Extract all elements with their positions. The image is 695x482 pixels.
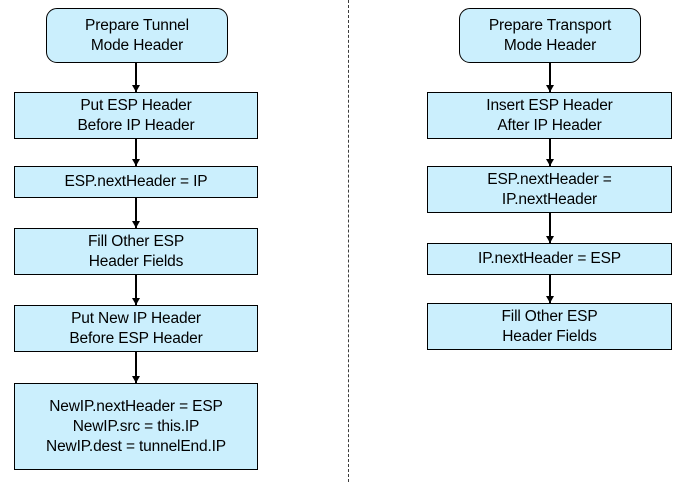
node-label-line: Put New IP Header <box>71 309 201 327</box>
arrowhead-icon <box>131 376 140 383</box>
node-label-line: NewIP.nextHeader = ESP <box>49 397 223 415</box>
connector-shaft <box>549 213 551 243</box>
column-divider <box>348 0 349 482</box>
arrowhead-icon <box>545 159 554 166</box>
node-label-line: Before ESP Header <box>69 329 203 347</box>
node-label-line: Mode Header <box>90 36 184 54</box>
connector-shaft <box>135 198 137 228</box>
node-label-line: After IP Header <box>497 116 602 134</box>
node-label-line: Before IP Header <box>77 116 195 134</box>
arrowhead-icon <box>131 159 140 166</box>
flow-node-tunnel-newip-fields: NewIP.nextHeader = ESP NewIP.src = this.I… <box>14 383 258 470</box>
arrowhead-icon <box>545 85 554 92</box>
node-label-line: ESP.nextHeader = IP <box>64 173 208 190</box>
node-label-line: NewIP.src = this.IP <box>72 417 200 435</box>
node-label-line: Insert ESP Header <box>486 96 613 114</box>
arrowhead-icon <box>131 85 140 92</box>
node-label-line: Header Fields <box>502 327 597 345</box>
node-label-line: NewIP.dest = tunnelEnd.IP <box>46 437 226 455</box>
node-label-line: Mode Header <box>503 36 597 54</box>
flow-node-tunnel-esp-nextheader: ESP.nextHeader = IP <box>14 166 258 198</box>
node-label-line: Put ESP Header <box>80 96 192 114</box>
arrowhead-icon <box>545 236 554 243</box>
flow-node-transport-fill-other-esp: Fill Other ESP Header Fields <box>427 303 672 350</box>
connector-shaft <box>549 275 551 303</box>
node-label-line: IP.nextHeader <box>501 190 598 208</box>
connector-shaft <box>135 275 137 305</box>
node-label-line: ESP.nextHeader = <box>487 170 612 188</box>
node-label-line: IP.nextHeader = ESP <box>478 250 621 267</box>
arrowhead-icon <box>545 296 554 303</box>
connector-shaft <box>135 139 137 166</box>
node-label-line: Header Fields <box>88 252 184 270</box>
connector-shaft <box>549 63 551 92</box>
arrowhead-icon <box>131 221 140 228</box>
node-label-line: Fill Other ESP <box>501 307 598 325</box>
arrowhead-icon <box>131 298 140 305</box>
node-label-line: Fill Other ESP <box>87 232 185 250</box>
flow-node-transport-ip-nextheader: IP.nextHeader = ESP <box>427 243 672 275</box>
connector-shaft <box>135 352 137 383</box>
node-label-line: Prepare Tunnel <box>85 16 189 34</box>
flow-node-transport-esp-nextheader: ESP.nextHeader = IP.nextHeader <box>427 166 672 213</box>
connector-shaft <box>549 139 551 166</box>
node-label-line: Prepare Transport <box>488 16 612 34</box>
connector-shaft <box>135 63 137 92</box>
flow-node-tunnel-fill-other-esp: Fill Other ESP Header Fields <box>14 228 258 275</box>
